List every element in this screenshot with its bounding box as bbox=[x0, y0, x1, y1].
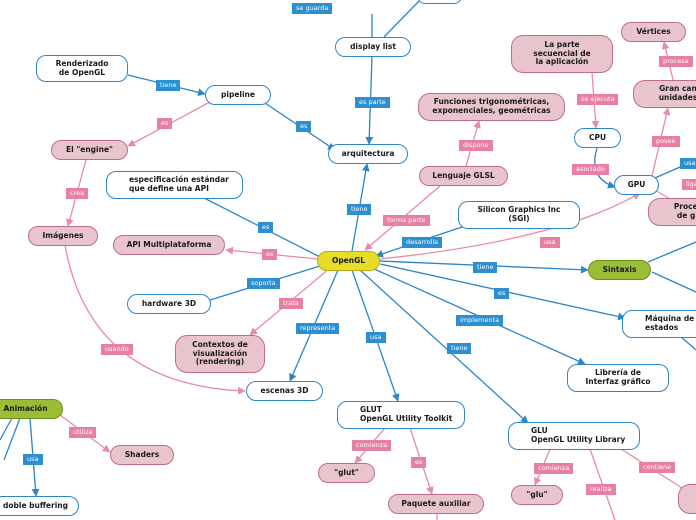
label-tiene-sintaxis: tiene bbox=[473, 262, 498, 273]
label-usa-glut: usa bbox=[366, 332, 386, 343]
node-escenas-3d[interactable]: escenas 3D bbox=[246, 381, 323, 401]
node-renderizado[interactable]: Renderizado de OpenGL bbox=[36, 55, 128, 82]
node-cpu[interactable]: CPU bbox=[574, 128, 621, 148]
label-representa: representa bbox=[296, 323, 340, 334]
label-es-parte: es parte bbox=[355, 97, 390, 108]
label-utiliza: utiliza bbox=[69, 427, 97, 438]
label-forma-parte: forma parte bbox=[383, 215, 430, 226]
edge-animacion-left bbox=[0, 417, 13, 441]
label-contiene: contiene bbox=[639, 462, 676, 473]
label-tiene-pipeline: tiene bbox=[156, 80, 181, 91]
node-engine[interactable]: El "engine" bbox=[51, 140, 128, 160]
node-glut[interactable]: GLUT OpenGL Utility Toolkit bbox=[337, 401, 465, 429]
label-implementa: implementa bbox=[456, 315, 504, 326]
node-parte-secuencial[interactable]: La parte secuencial de la aplicación bbox=[511, 35, 613, 73]
node-api-multiplataforma[interactable]: API Multiplataforma bbox=[113, 235, 225, 255]
label-se-ejecuta: se ejecuta bbox=[577, 94, 619, 105]
node-doble-buffering[interactable]: doble buffering bbox=[0, 496, 79, 516]
node-hardware-3d[interactable]: hardware 3D bbox=[127, 294, 211, 314]
node-arquitectura[interactable]: arquitectura bbox=[328, 144, 408, 164]
node-procesa-graficos[interactable]: Proces de gr bbox=[648, 198, 696, 226]
label-es-maquina: es bbox=[494, 288, 510, 299]
label-usando: usando bbox=[101, 344, 133, 355]
label-asociado: asociado bbox=[572, 164, 609, 175]
edge-sintaxis-right bbox=[647, 241, 696, 263]
node-glsl[interactable]: Lenguaje GLSL bbox=[419, 166, 508, 186]
node-imagenes[interactable]: Imágenes bbox=[28, 226, 98, 246]
label-trata: trata bbox=[279, 298, 303, 309]
node-paquete-auxiliar[interactable]: Paquete auxiliar bbox=[388, 494, 484, 514]
node-libreria[interactable]: Librería de Interfaz gráfico bbox=[567, 364, 669, 392]
label-posee: posee bbox=[652, 136, 680, 147]
node-gpu[interactable]: GPU bbox=[614, 175, 659, 195]
label-procesa: procesa bbox=[659, 56, 693, 67]
label-es-api: es bbox=[262, 249, 278, 260]
label-es-paquete: es bbox=[411, 457, 427, 468]
label-usa-right: usa bbox=[680, 158, 696, 169]
label-es-engine: es bbox=[157, 118, 173, 129]
edge-maquina-right bbox=[679, 335, 696, 351]
node-animacion[interactable]: Animación bbox=[0, 399, 63, 419]
node-vertices[interactable]: Vértices bbox=[621, 22, 686, 42]
label-desarrolla: desarrolla bbox=[402, 237, 443, 248]
label-dispone: dispone bbox=[459, 140, 493, 151]
node-glu-quoted[interactable]: "glu" bbox=[511, 485, 563, 505]
node-display-list[interactable]: display list bbox=[335, 37, 411, 57]
node-pipeline[interactable]: pipeline bbox=[205, 85, 271, 105]
edge-display-list-topright bbox=[383, 0, 421, 38]
node-sgi[interactable]: Silicon Graphics Inc (SGI) bbox=[458, 201, 580, 229]
node-bottom-right[interactable] bbox=[678, 484, 696, 514]
node-shaders[interactable]: Shaders bbox=[110, 445, 174, 465]
edge-animacion-left2 bbox=[3, 417, 21, 461]
label-es-arquitectura: es bbox=[296, 121, 312, 132]
node-contextos[interactable]: Contextos de visualización (rendering) bbox=[175, 335, 265, 373]
node-funciones[interactable]: Funciones trigonométricas, exponenciales… bbox=[418, 93, 565, 121]
label-comienza-glu: comienza bbox=[534, 463, 574, 474]
label-liga: liga bbox=[682, 179, 696, 190]
label-comienza-glut: comienza bbox=[352, 440, 392, 451]
label-soporta: soporta bbox=[247, 278, 280, 289]
label-realiza: realiza bbox=[586, 484, 616, 495]
label-se-guarda: se guarda bbox=[292, 3, 333, 14]
node-glu[interactable]: GLU OpenGL Utility Library bbox=[508, 422, 640, 450]
edge-opengl-glu bbox=[359, 269, 529, 424]
label-usa-gpu: usa bbox=[540, 237, 560, 248]
node-top-partial[interactable] bbox=[417, 0, 462, 4]
label-crea: crea bbox=[66, 188, 89, 199]
node-glut-quoted[interactable]: "glut" bbox=[318, 463, 375, 483]
node-sintaxis[interactable]: Sintaxis bbox=[588, 260, 651, 280]
node-gran-cantidad[interactable]: Gran can unidades bbox=[633, 80, 696, 108]
label-tiene-glu: tiene bbox=[447, 343, 472, 354]
node-maquina[interactable]: Máquina de estados bbox=[622, 310, 696, 338]
node-especificacion[interactable]: especificación estándar que define una A… bbox=[106, 171, 243, 199]
label-tiene-arquitectura: tiene bbox=[347, 204, 372, 215]
label-usa-anim: usa bbox=[23, 454, 43, 465]
edge-opengl-gpu bbox=[379, 192, 641, 260]
node-opengl[interactable]: OpenGL bbox=[317, 251, 380, 271]
edge-sintaxis-right2 bbox=[651, 271, 696, 293]
label-es-especificacion: es bbox=[258, 222, 274, 233]
